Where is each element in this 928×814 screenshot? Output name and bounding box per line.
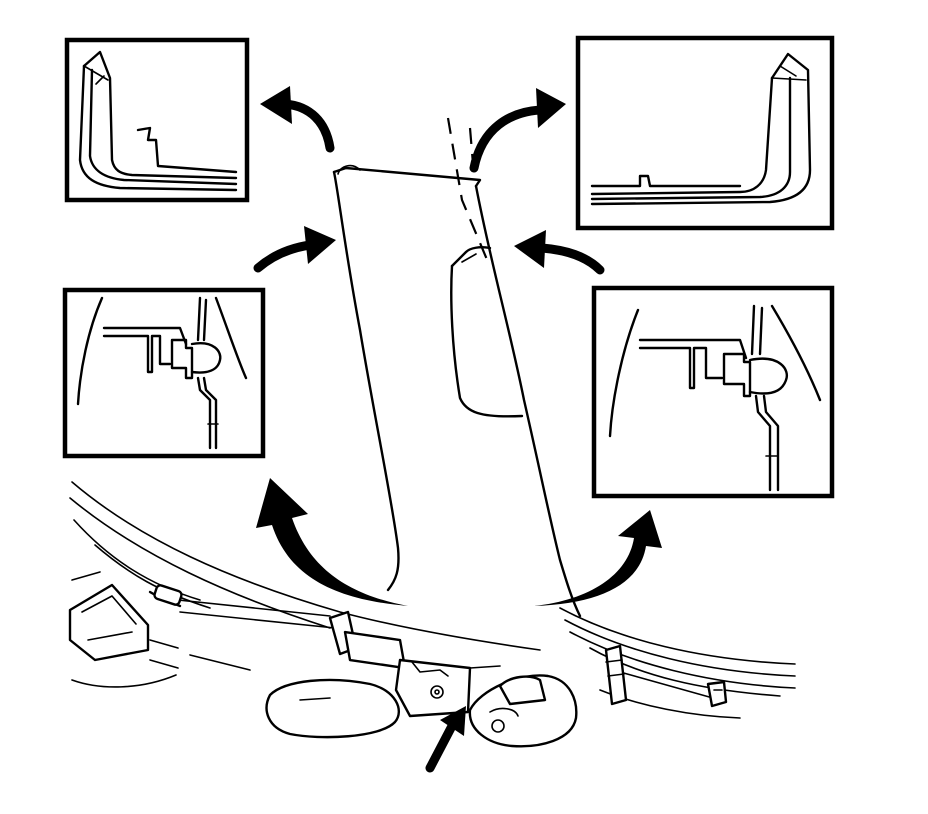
left-clip-detail-view [62,287,266,459]
arrow-lower-left [256,478,408,606]
arrow-lower-right [534,510,662,606]
arrows [253,86,662,773]
upper-right-detail-view [575,35,835,231]
pillar-trim-panel [332,117,582,618]
arrow-middle-left [253,226,336,273]
arrow-middle-right [514,230,605,275]
upper-left-detail-view [64,37,250,203]
arrow-upper-right [469,88,566,173]
right-clip-detail-view [591,285,835,499]
arrow-upper-left [260,86,335,153]
arrow-bottom-pointer [425,706,466,773]
vehicle-lower-body-structure [68,481,796,748]
